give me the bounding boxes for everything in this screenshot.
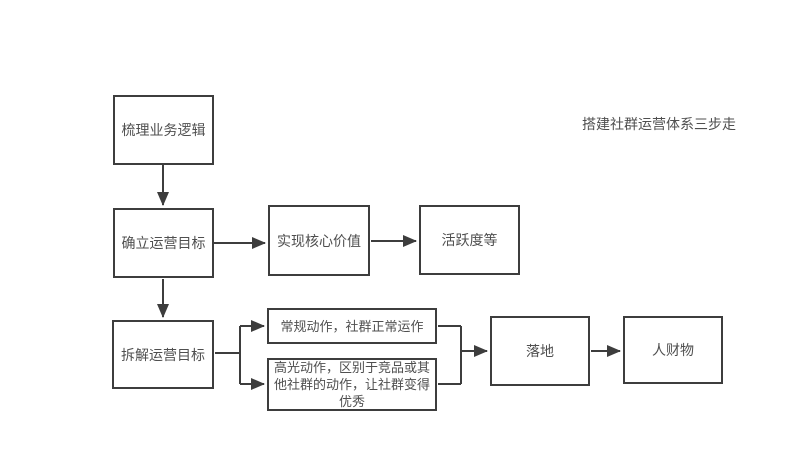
diagram-title: 搭建社群运营体系三步走: [582, 116, 736, 132]
node-highlight-action: 高光动作，区别于竞品或其他社群的动作，让社群变得优秀: [267, 358, 437, 411]
node-sort-business-logic: 梳理业务逻辑: [113, 95, 214, 165]
node-activity-level: 活跃度等: [419, 205, 520, 275]
node-decompose-operation-goal: 拆解运营目标: [112, 320, 214, 389]
node-realize-core-value: 实现核心价值: [268, 205, 370, 276]
node-landing: 落地: [490, 316, 590, 386]
node-people-money-material: 人财物: [623, 316, 723, 384]
node-set-operation-goal: 确立运营目标: [113, 208, 214, 278]
node-regular-action: 常规动作，社群正常运作: [267, 308, 437, 344]
